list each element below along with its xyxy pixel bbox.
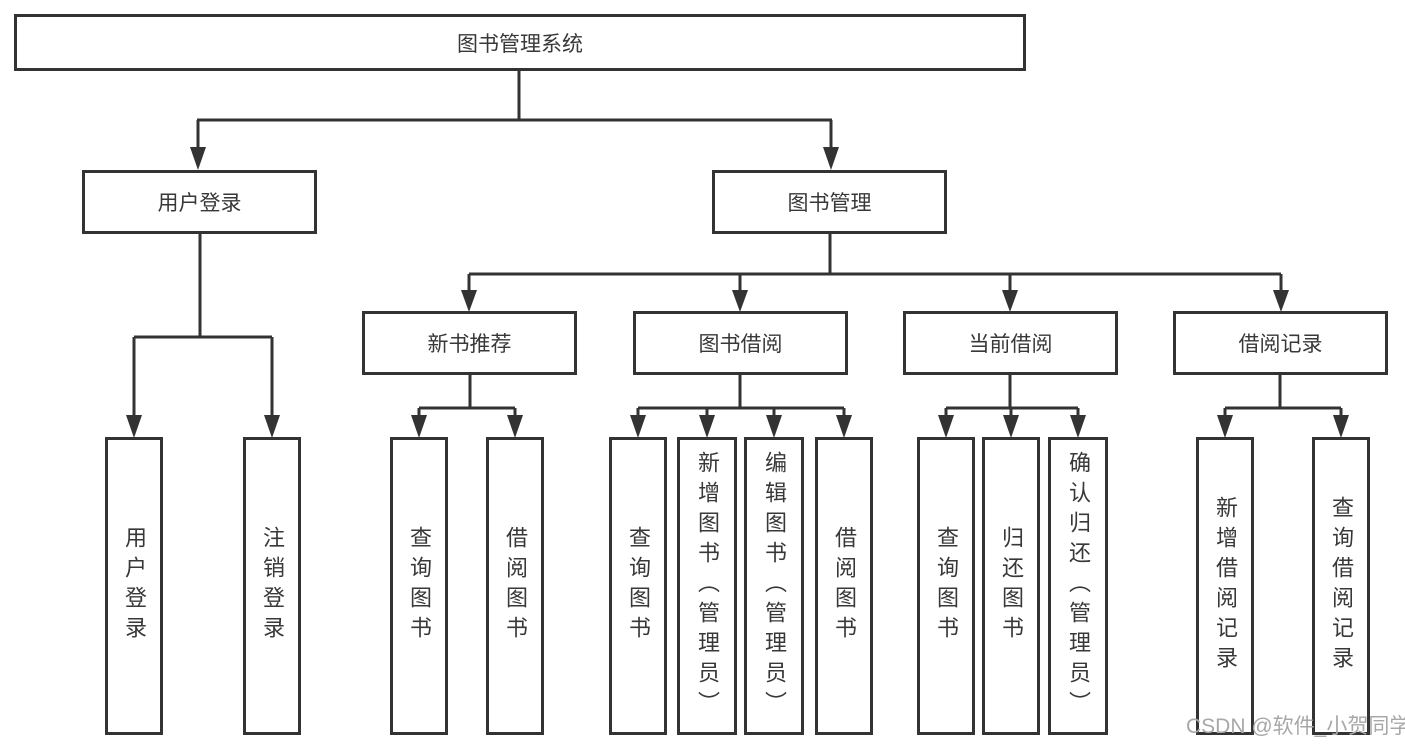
leaf-current-return-books-label: 归还图书	[999, 526, 1024, 646]
leaf-records-query-record: 查询借阅记录	[1312, 437, 1370, 735]
node-new-book-recommend-label: 新书推荐	[427, 333, 512, 356]
node-user-login-label: 用户登录	[157, 192, 242, 215]
leaf-user-login-label: 用户登录	[122, 526, 147, 646]
leaf-borrow-add-books-admin: 新增图书（管理员）	[677, 437, 737, 735]
leaf-borrow-query-books: 查询图书	[609, 437, 667, 735]
leaf-borrow-borrow-books: 借阅图书	[815, 437, 873, 735]
leaf-current-confirm-return-admin-label: 确认归还（管理员）	[1066, 451, 1091, 721]
leaf-borrow-add-books-admin-label: 新增图书（管理员）	[695, 451, 720, 721]
node-current-borrow: 当前借阅	[903, 311, 1118, 375]
leaf-records-add-record: 新增借阅记录	[1196, 437, 1254, 735]
leaf-rec-borrow-books-label: 借阅图书	[503, 526, 528, 646]
node-root: 图书管理系统	[14, 14, 1026, 71]
leaf-current-query-books: 查询图书	[917, 437, 975, 735]
leaf-rec-borrow-books: 借阅图书	[486, 437, 544, 735]
node-book-management-label: 图书管理	[787, 192, 872, 215]
leaf-borrow-borrow-books-label: 借阅图书	[832, 526, 857, 646]
node-borrow-records-label: 借阅记录	[1238, 333, 1323, 356]
watermark: CSDN @软件_小贺同学	[1186, 715, 1405, 738]
leaf-current-confirm-return-admin: 确认归还（管理员）	[1048, 437, 1108, 735]
leaf-logout-label: 注销登录	[260, 526, 285, 646]
leaf-current-query-books-label: 查询图书	[934, 526, 959, 646]
leaf-records-add-record-label: 新增借阅记录	[1213, 496, 1238, 676]
leaf-user-login: 用户登录	[105, 437, 163, 735]
node-borrow-records: 借阅记录	[1173, 311, 1388, 375]
leaf-logout: 注销登录	[243, 437, 301, 735]
node-current-borrow-label: 当前借阅	[968, 333, 1053, 356]
leaf-borrow-query-books-label: 查询图书	[626, 526, 651, 646]
node-user-login: 用户登录	[82, 170, 317, 234]
node-new-book-recommend: 新书推荐	[362, 311, 577, 375]
node-book-borrow: 图书借阅	[633, 311, 848, 375]
node-root-label: 图书管理系统	[457, 32, 583, 56]
leaf-rec-query-books: 查询图书	[390, 437, 448, 735]
node-book-management: 图书管理	[712, 170, 947, 234]
leaf-records-query-record-label: 查询借阅记录	[1329, 496, 1354, 676]
leaf-rec-query-books-label: 查询图书	[407, 526, 432, 646]
leaf-borrow-edit-books-admin: 编辑图书（管理员）	[744, 437, 804, 735]
node-book-borrow-label: 图书借阅	[698, 333, 783, 356]
leaf-current-return-books: 归还图书	[982, 437, 1040, 735]
leaf-borrow-edit-books-admin-label: 编辑图书（管理员）	[762, 451, 787, 721]
